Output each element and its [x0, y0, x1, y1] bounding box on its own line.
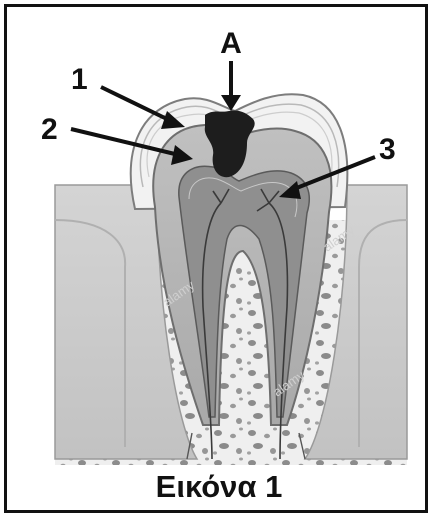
label-1: 1 [71, 63, 88, 96]
figure-caption: Εικόνα 1 [7, 469, 431, 505]
label-2: 2 [41, 113, 58, 146]
label-a: A [220, 27, 242, 60]
figure-frame: alamy alamy alamy A 1 2 3 Εικόνα 1 [4, 4, 428, 513]
label-3: 3 [379, 133, 396, 166]
arrow-1-line [101, 87, 171, 121]
tooth-cross-section-diagram: alamy alamy alamy A 1 2 3 [7, 7, 431, 467]
